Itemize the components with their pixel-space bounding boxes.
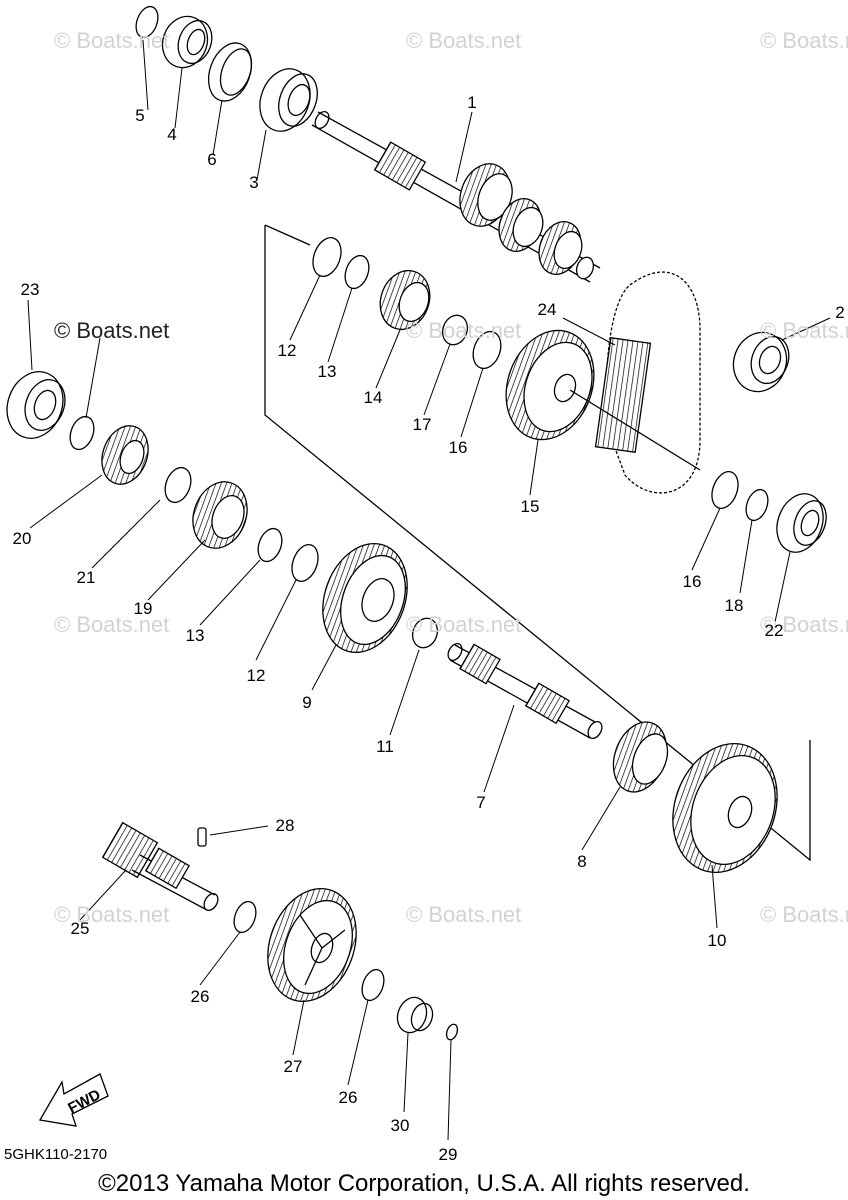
- part-13-circlip-b: [257, 527, 283, 563]
- part-16-washer-b: [711, 471, 739, 509]
- callout-26[interactable]: 26: [190, 987, 210, 1006]
- group-frame-top: [264, 224, 311, 246]
- callout-12[interactable]: 12: [277, 341, 297, 360]
- part-11-collar: [411, 617, 439, 649]
- watermark: © Boats.net: [406, 28, 522, 53]
- watermark: © Boats.net: [760, 318, 848, 343]
- part-10-gear: [672, 743, 778, 873]
- callout-14[interactable]: 14: [363, 388, 383, 407]
- part-8-gear: [612, 721, 669, 793]
- callout-25[interactable]: 25: [70, 919, 90, 938]
- fwd-arrow-icon: [38, 1073, 109, 1127]
- callout-11[interactable]: 11: [376, 737, 394, 756]
- callout-2[interactable]: 2: [835, 303, 845, 322]
- callout-10[interactable]: 10: [707, 931, 727, 950]
- part-6-oil-seal: [207, 42, 253, 102]
- part-1-main-shaft: [311, 110, 601, 283]
- callout-16[interactable]: 16: [448, 438, 468, 457]
- part-21-circlip: [164, 466, 192, 504]
- callout-8[interactable]: 8: [577, 852, 587, 871]
- callout-15[interactable]: 15: [520, 497, 540, 516]
- part-22-bearing: [776, 493, 827, 553]
- part-24-drive-chain: [594, 271, 701, 494]
- part-14-dog-clutch: [379, 269, 431, 331]
- callout-24[interactable]: 24: [537, 300, 557, 319]
- part-15-sprocket: [505, 329, 595, 441]
- part-9-gear: [322, 542, 408, 654]
- callout-30[interactable]: 30: [390, 1116, 410, 1135]
- callout-12[interactable]: 12: [246, 666, 266, 685]
- part-16-washer-a: [472, 330, 502, 370]
- part-2-bearing: [732, 331, 790, 393]
- watermark: © Boats.net: [406, 902, 522, 927]
- callout-18[interactable]: 18: [724, 596, 744, 615]
- callout-26[interactable]: 26: [338, 1088, 358, 1107]
- callout-16[interactable]: 16: [682, 572, 702, 591]
- watermark: © Boats.net: [760, 28, 848, 53]
- part-4-oil-seal: [161, 15, 213, 69]
- leader-lines: [27, 39, 831, 1141]
- callout-5[interactable]: 5: [135, 106, 145, 125]
- part-13-circlip-a: [344, 254, 370, 290]
- part-7-secondary-shaft: [447, 642, 603, 740]
- watermark: © Boats.net: [54, 28, 170, 53]
- group-frame-line: [264, 225, 811, 862]
- part-29-washer: [445, 1023, 459, 1041]
- part-26-circlip-a: [233, 900, 257, 934]
- part-12-washer-b: [291, 544, 319, 582]
- copyright-notice: ©2013 Yamaha Motor Corporation, U.S.A. A…: [98, 1170, 750, 1197]
- watermark: © Boats.net: [760, 612, 848, 637]
- callout-3[interactable]: 3: [249, 173, 259, 192]
- watermark: © Boats.net: [54, 612, 170, 637]
- callout-13[interactable]: 13: [185, 626, 205, 645]
- callout-4[interactable]: 4: [167, 125, 177, 144]
- part-28-pin: [197, 827, 207, 847]
- part-18-circlip: [745, 488, 769, 522]
- part-19-dog-clutch: [192, 481, 248, 549]
- callout-21[interactable]: 21: [76, 568, 96, 587]
- callout-6[interactable]: 6: [207, 150, 217, 169]
- circlip-near-23: [69, 415, 95, 451]
- watermark: © Boats.net: [406, 612, 522, 637]
- watermark: © Boats.net: [54, 318, 170, 343]
- callout-7[interactable]: 7: [476, 793, 486, 812]
- part-30-collar: [396, 996, 434, 1034]
- part-20-gear: [101, 425, 149, 485]
- part-26-circlip-b: [361, 968, 385, 1002]
- watermark: © Boats.net: [760, 902, 848, 927]
- callout-23[interactable]: 23: [20, 280, 40, 299]
- part-12-washer-a: [312, 237, 342, 277]
- part-5-oring: [135, 5, 159, 39]
- axis-line-15: [569, 389, 701, 471]
- part-23-bearing: [6, 371, 66, 439]
- part-27-gear: [267, 887, 357, 1003]
- callout-22[interactable]: 22: [764, 621, 784, 640]
- watermark: © Boats.net: [406, 318, 522, 343]
- callout-27[interactable]: 27: [283, 1057, 303, 1076]
- callout-17[interactable]: 17: [412, 415, 432, 434]
- callout-19[interactable]: 19: [133, 599, 153, 618]
- watermark: © Boats.net: [54, 902, 170, 927]
- part-25-shaft: [101, 821, 219, 912]
- callout-29[interactable]: 29: [438, 1145, 458, 1164]
- callout-9[interactable]: 9: [302, 693, 312, 712]
- callout-20[interactable]: 20: [12, 529, 32, 548]
- diagram-code: 5GHK110-2170: [4, 1146, 108, 1163]
- callout-13[interactable]: 13: [317, 362, 337, 381]
- part-3-bearing: [259, 68, 318, 132]
- callout-1[interactable]: 1: [467, 93, 477, 112]
- callout-28[interactable]: 28: [275, 816, 295, 835]
